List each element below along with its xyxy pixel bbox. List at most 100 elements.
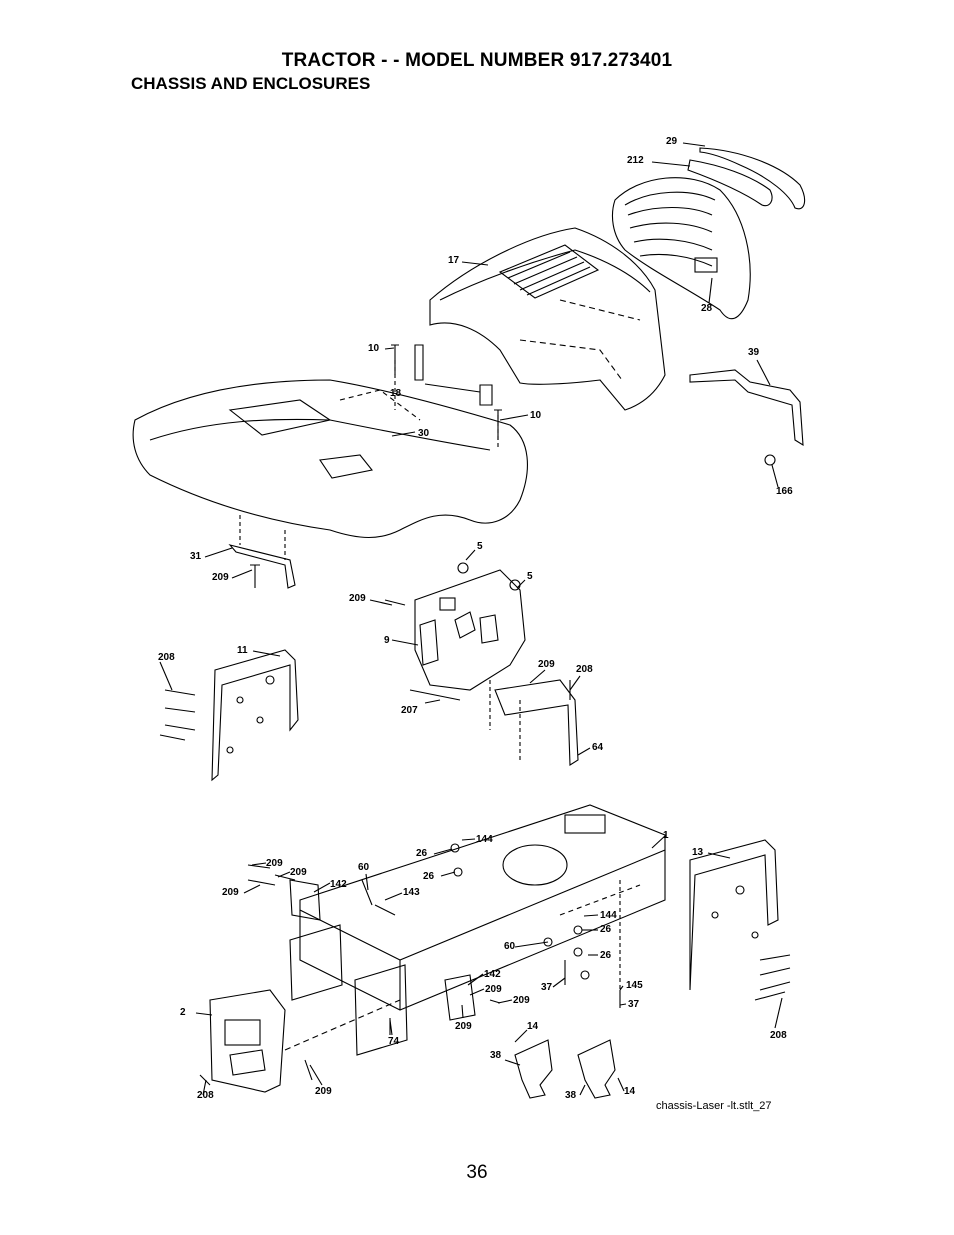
- leader-line: [617, 1077, 625, 1092]
- leader-line: [579, 1084, 586, 1096]
- callout-209: 209: [222, 887, 239, 898]
- callout-5: 5: [477, 541, 483, 552]
- callout-209: 209: [349, 593, 366, 604]
- leader-line: [461, 838, 476, 841]
- leader-line: [369, 599, 393, 606]
- callout-209: 209: [212, 572, 229, 583]
- callout-208: 208: [576, 664, 593, 675]
- leader-line: [204, 547, 233, 558]
- callout-14: 14: [527, 1021, 539, 1032]
- callout-18: 18: [390, 388, 402, 399]
- leader-line: [469, 988, 485, 996]
- callout-74: 74: [388, 1036, 400, 1047]
- callout-10: 10: [368, 343, 380, 354]
- leader-line: [619, 1003, 627, 1006]
- callout-9: 9: [384, 635, 390, 646]
- leader-line: [707, 852, 731, 859]
- leader-line: [682, 142, 706, 147]
- callout-60: 60: [504, 941, 516, 952]
- page-title: TRACTOR - - MODEL NUMBER 917.273401: [281, 50, 673, 71]
- leader-line: [756, 359, 771, 386]
- callout-39: 39: [748, 347, 760, 358]
- leader-line: [433, 848, 453, 855]
- callout-212: 212: [627, 155, 644, 166]
- leader-line: [552, 977, 566, 988]
- callout-2: 2: [180, 1007, 186, 1018]
- bracket-64: [409, 679, 579, 766]
- leader-line: [465, 549, 476, 561]
- leader-line: [771, 464, 779, 488]
- callout-29: 29: [666, 136, 678, 147]
- callout-142: 142: [484, 969, 501, 980]
- leader-line: [243, 884, 261, 894]
- callout-5: 5: [527, 571, 533, 582]
- leader-line: [252, 650, 281, 657]
- leader-line: [231, 569, 253, 579]
- callout-209: 209: [455, 1021, 472, 1032]
- callout-31: 31: [190, 551, 202, 562]
- leader-line: [365, 873, 369, 891]
- leader-line: [569, 675, 581, 691]
- leader-line: [619, 985, 624, 991]
- callout-14: 14: [624, 1086, 636, 1097]
- callout-38: 38: [565, 1090, 577, 1101]
- leader-line: [440, 871, 456, 877]
- leader-line: [202, 1079, 207, 1096]
- leader-line: [583, 914, 599, 917]
- callout-64: 64: [592, 742, 604, 753]
- leader-line: [461, 261, 489, 266]
- callout-26: 26: [423, 871, 435, 882]
- bracket-39: [689, 369, 804, 466]
- leader-line: [504, 1059, 521, 1066]
- callout-142: 142: [330, 879, 347, 890]
- dash-panel-9: [384, 562, 526, 691]
- leader-line: [159, 661, 173, 691]
- leader-line: [424, 699, 441, 704]
- callout-208: 208: [158, 652, 175, 663]
- callout-10: 10: [530, 410, 542, 421]
- callout-143: 143: [403, 887, 420, 898]
- callout-13: 13: [692, 847, 704, 858]
- callout-28: 28: [701, 303, 713, 314]
- leader-lines: [159, 142, 783, 1096]
- leader-line: [277, 871, 291, 878]
- page-number: 36: [466, 1162, 488, 1183]
- leader-line: [514, 941, 549, 948]
- callout-26: 26: [600, 924, 612, 935]
- callout-209: 209: [538, 659, 555, 670]
- leader-line: [577, 747, 591, 756]
- leader-line: [389, 1019, 393, 1036]
- callout-11: 11: [237, 645, 248, 656]
- callout-166: 166: [776, 486, 793, 497]
- drawing-caption: chassis-Laser -lt.stlt_27: [656, 1100, 772, 1112]
- bracket-31: [228, 515, 296, 589]
- callout-208: 208: [197, 1090, 214, 1101]
- callout-209: 209: [315, 1086, 332, 1097]
- leader-line: [391, 639, 419, 646]
- frame-1: [299, 804, 666, 1011]
- callout-38: 38: [490, 1050, 502, 1061]
- callout-209: 209: [485, 984, 502, 995]
- leader-line: [384, 892, 403, 901]
- side-panel-13: [689, 839, 791, 1001]
- leader-line: [774, 997, 783, 1029]
- callout-17: 17: [448, 255, 460, 266]
- leader-line: [313, 882, 331, 893]
- callout-208: 208: [770, 1030, 787, 1041]
- leader-line: [391, 431, 416, 437]
- leader-line: [499, 414, 529, 421]
- hood-assembly: [429, 147, 806, 411]
- leader-line: [708, 277, 713, 304]
- callout-26: 26: [600, 950, 612, 961]
- callout-37: 37: [628, 999, 640, 1010]
- section-title: CHASSIS AND ENCLOSURES: [131, 74, 371, 93]
- leader-line: [384, 347, 395, 350]
- leader-line: [195, 1012, 213, 1016]
- leader-line: [651, 834, 667, 849]
- callout-209: 209: [266, 858, 283, 869]
- fender-30: [132, 344, 528, 538]
- callout-145: 145: [626, 980, 643, 991]
- leader-line: [516, 579, 526, 589]
